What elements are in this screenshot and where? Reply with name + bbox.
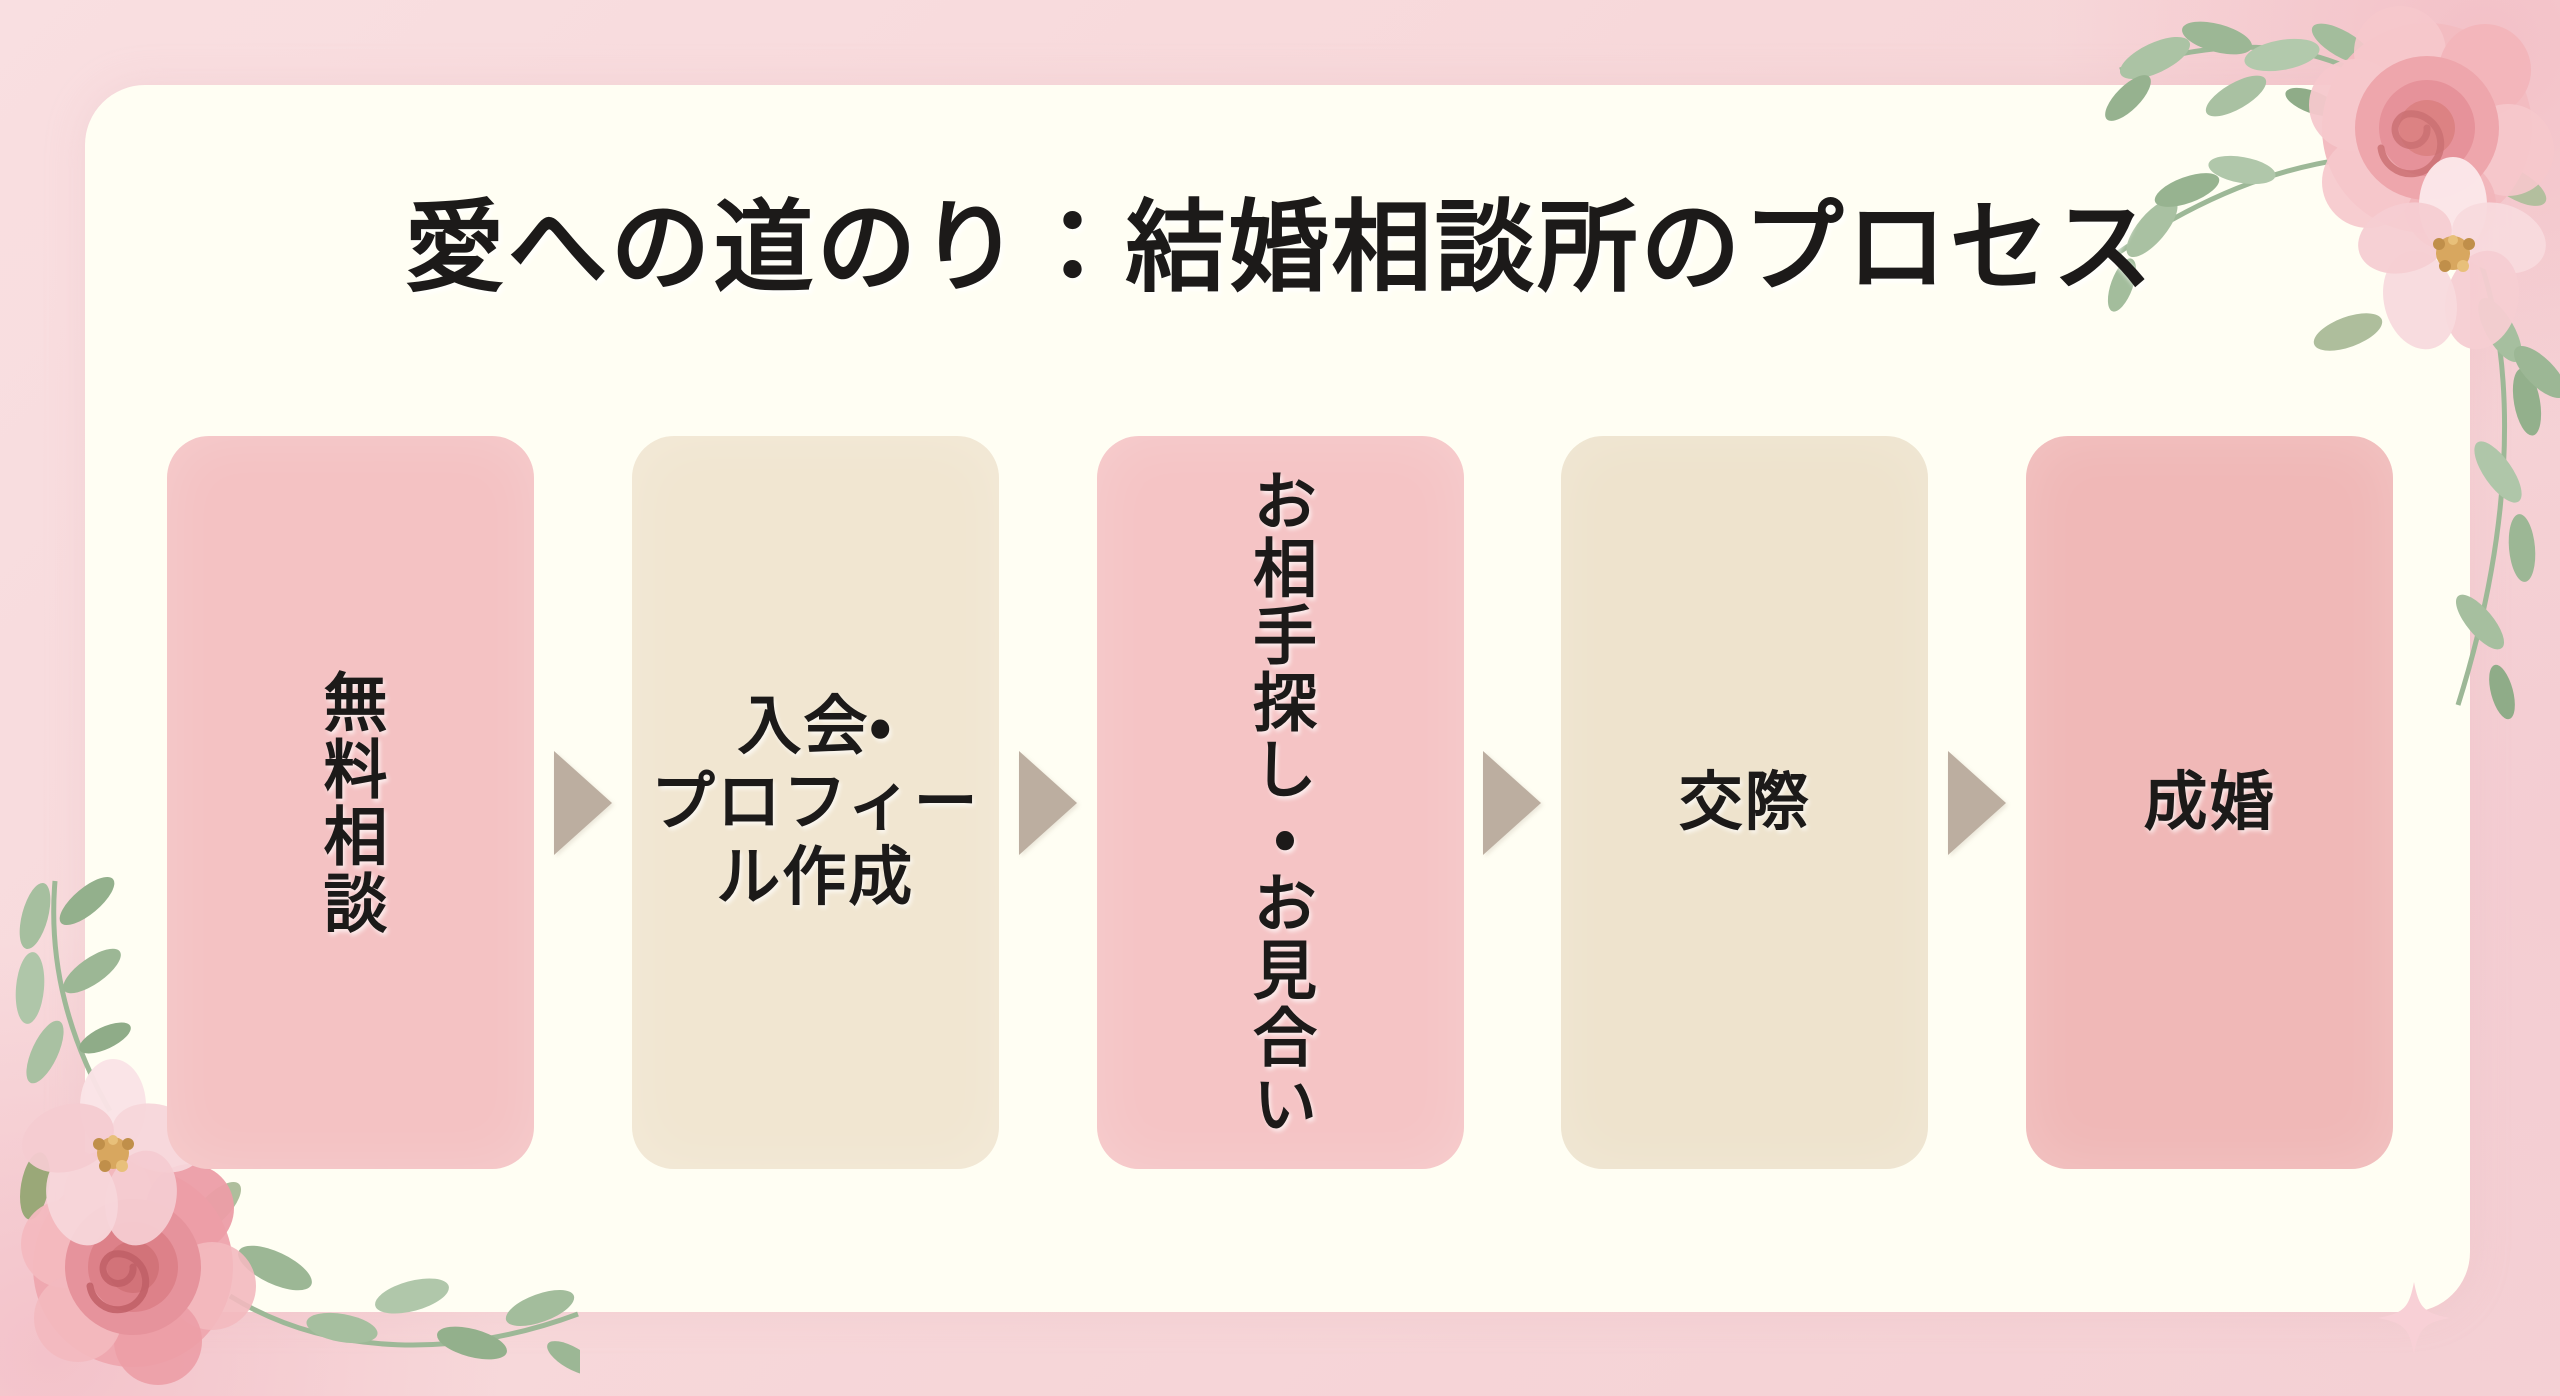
- step-label: 成婚: [2143, 765, 2276, 838]
- step-free-consultation: 無料相談: [167, 436, 534, 1169]
- right-arrow-icon: [1948, 750, 2007, 855]
- step-label: 入会・ プロフィー ル作成: [650, 690, 980, 914]
- step-label: 交際: [1678, 765, 1811, 838]
- step-marriage: 成婚: [2026, 436, 2393, 1169]
- step-enrollment-profile-creation: 入会・ プロフィー ル作成: [631, 436, 999, 1169]
- right-arrow-icon: [553, 750, 612, 855]
- step-label: 無料相談: [314, 668, 387, 937]
- process-flow: 無料相談 入会・ プロフィー ル作成 お相手探し・お見合い 交際 成婚: [167, 436, 2393, 1169]
- page-title: 愛への道のり：結婚相談所のプロセス: [404, 192, 2156, 304]
- right-arrow-icon: [1483, 750, 1542, 855]
- right-arrow-icon: [1018, 750, 1077, 855]
- step-dating: 交際: [1561, 436, 1929, 1169]
- step-partner-search-omiai: お相手探し・お見合い: [1096, 436, 1464, 1169]
- step-label: お相手探し・お見合い: [1244, 467, 1316, 1138]
